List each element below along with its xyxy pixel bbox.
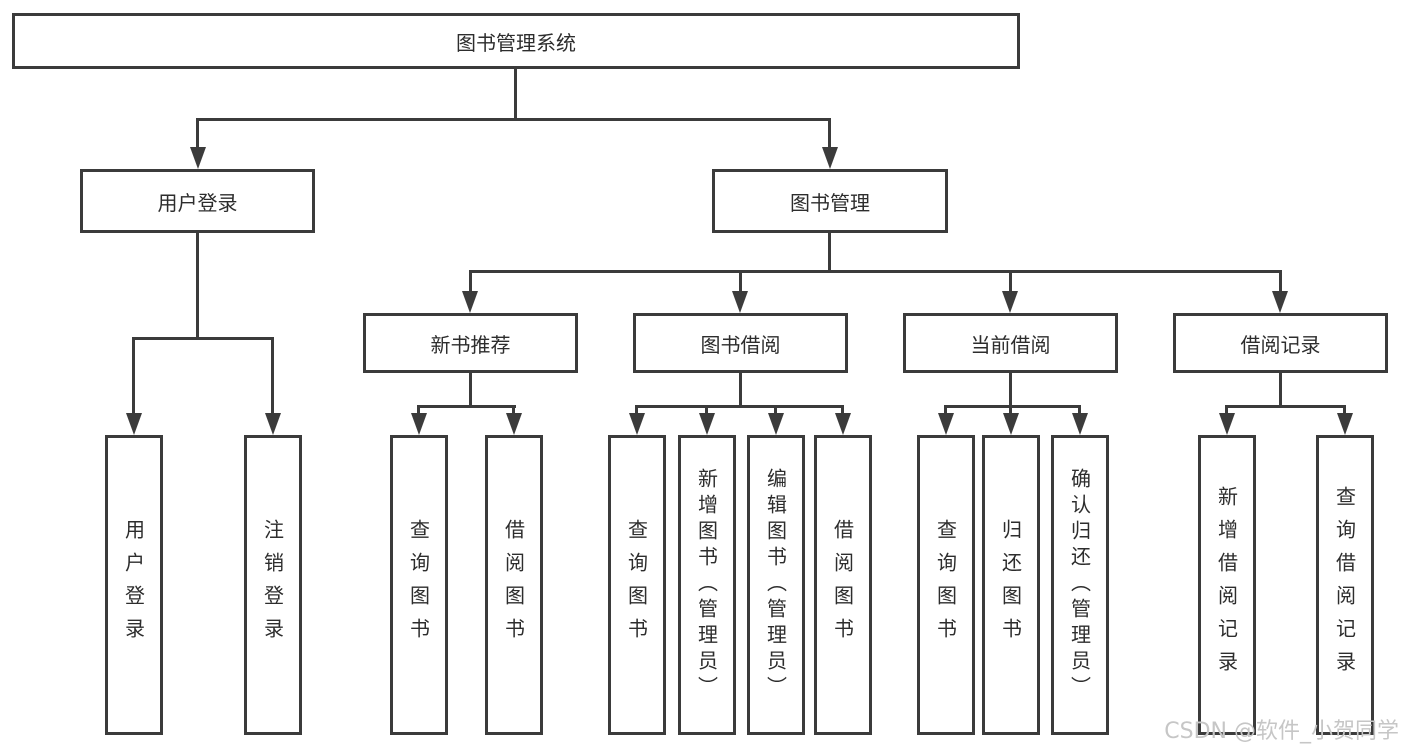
connector-current-borrow-split (944, 405, 1081, 408)
node-label: 图书管理系统 (456, 30, 576, 55)
connector-new-book-recommend-stem (469, 373, 472, 405)
node-new-book-recommend: 新书推荐 (363, 313, 578, 373)
node-borrow-records: 借阅记录 (1173, 313, 1388, 373)
arrow-down-icon (732, 291, 748, 313)
node-label: 图书管理 (790, 190, 870, 215)
node-label: 新增借阅记录 (1214, 486, 1239, 684)
leaf-query-books-recommend: 查询图书 (390, 435, 448, 735)
arrow-down-icon (1337, 413, 1353, 435)
node-book-borrow: 图书借阅 (633, 313, 848, 373)
node-label: 编辑图书（管理员） (763, 468, 788, 702)
node-label: 用户登录 (121, 519, 146, 651)
connector-leaf-stem (841, 405, 844, 415)
node-label: 查询图书 (406, 519, 431, 651)
node-label: 查询图书 (624, 519, 649, 651)
leaf-borrow-books: 借阅图书 (814, 435, 872, 735)
connector-leaf-stem (944, 405, 947, 415)
arrow-down-icon (822, 147, 838, 169)
arrow-down-icon (265, 413, 281, 435)
leaf-return-books: 归还图书 (982, 435, 1040, 735)
connector-root-split (196, 118, 831, 121)
arrow-down-icon (1219, 413, 1235, 435)
connector-to-book-borrow (739, 270, 742, 293)
connector-book-management-stem (828, 233, 831, 270)
csdn-watermark: CSDN @软件_小贺同学 (1164, 719, 1399, 744)
node-library-management-system: 图书管理系统 (12, 13, 1020, 69)
leaf-confirm-return-admin: 确认归还（管理员） (1051, 435, 1109, 735)
connector-user-login-stem (196, 233, 199, 337)
connector-borrow-records-stem (1279, 373, 1282, 405)
connector-to-borrow-records (1279, 270, 1282, 293)
node-label: 借阅记录 (1240, 332, 1321, 357)
connector-to-user-login (196, 118, 199, 150)
connector-leaf-stem (1343, 405, 1346, 415)
node-label: 借阅图书 (501, 519, 526, 651)
connector-book-borrow-split (635, 405, 844, 408)
connector-leaf-stem (635, 405, 638, 415)
connector-book-management-split (469, 270, 1282, 273)
node-label: 新书推荐 (430, 332, 511, 357)
connector-leaf-stem (512, 405, 515, 415)
connector-leaf-stem (774, 405, 777, 415)
leaf-query-books-current: 查询图书 (917, 435, 975, 735)
arrow-down-icon (1002, 291, 1018, 313)
connector-user-login-split (132, 337, 274, 340)
connector-to-new-book-recommend (469, 270, 472, 293)
arrow-down-icon (190, 147, 206, 169)
node-label: 新增图书（管理员） (694, 468, 719, 702)
connector-book-borrow-stem (739, 373, 742, 405)
node-book-management: 图书管理 (712, 169, 948, 233)
arrow-down-icon (1072, 413, 1088, 435)
leaf-query-books-borrow: 查询图书 (608, 435, 666, 735)
node-label: 查询借阅记录 (1332, 486, 1357, 684)
arrow-down-icon (1272, 291, 1288, 313)
connector-current-borrow-stem (1009, 373, 1012, 405)
connector-new-book-recommend-split (417, 405, 516, 408)
leaf-add-borrow-record: 新增借阅记录 (1198, 435, 1256, 735)
node-label: 图书借阅 (700, 332, 781, 357)
connector-to-leaf-user-login (132, 337, 135, 415)
leaf-edit-book-admin: 编辑图书（管理员） (747, 435, 805, 735)
node-label: 注销登录 (260, 519, 285, 651)
arrow-down-icon (699, 413, 715, 435)
connector-leaf-stem (705, 405, 708, 415)
connector-leaf-stem (1009, 405, 1012, 415)
node-current-borrow: 当前借阅 (903, 313, 1118, 373)
connector-root-stem (514, 69, 517, 118)
connector-leaf-stem (1225, 405, 1228, 415)
connector-leaf-stem (1078, 405, 1081, 415)
connector-to-current-borrow (1009, 270, 1012, 293)
node-label: 借阅图书 (830, 519, 855, 651)
arrow-down-icon (506, 413, 522, 435)
node-label: 归还图书 (998, 519, 1023, 651)
connector-to-book-management (828, 118, 831, 150)
leaf-query-borrow-record: 查询借阅记录 (1316, 435, 1374, 735)
leaf-add-book-admin: 新增图书（管理员） (678, 435, 736, 735)
leaf-user-login: 用户登录 (105, 435, 163, 735)
leaf-logout: 注销登录 (244, 435, 302, 735)
node-label: 查询图书 (933, 519, 958, 651)
arrow-down-icon (411, 413, 427, 435)
node-label: 确认归还（管理员） (1067, 468, 1092, 702)
connector-borrow-records-split (1225, 405, 1346, 408)
arrow-down-icon (768, 413, 784, 435)
arrow-down-icon (629, 413, 645, 435)
node-label: 当前借阅 (970, 332, 1051, 357)
node-user-login: 用户登录 (80, 169, 315, 233)
connector-to-leaf-logout (271, 337, 274, 415)
arrow-down-icon (462, 291, 478, 313)
arrow-down-icon (938, 413, 954, 435)
arrow-down-icon (835, 413, 851, 435)
arrow-down-icon (1003, 413, 1019, 435)
connector-leaf-stem (417, 405, 420, 415)
arrow-down-icon (126, 413, 142, 435)
node-label: 用户登录 (157, 190, 238, 215)
leaf-borrow-books-recommend: 借阅图书 (485, 435, 543, 735)
